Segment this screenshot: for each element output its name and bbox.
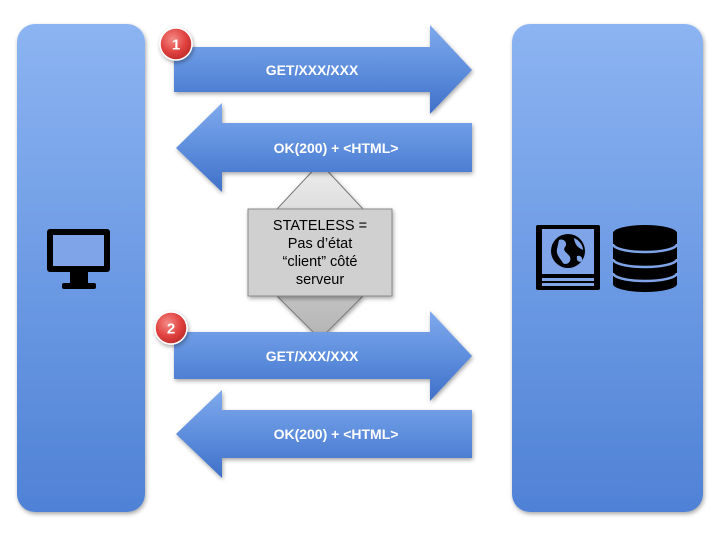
database-icon — [611, 225, 679, 292]
step-badge-2: 2 — [154, 311, 188, 345]
request-label-1: GET/XXX/XXX — [266, 62, 359, 78]
stateless-box — [247, 208, 393, 297]
svg-text:1: 1 — [172, 37, 180, 54]
response-label-1: OK(200) + <HTML> — [274, 140, 399, 156]
response-label-2: OK(200) + <HTML> — [274, 426, 399, 442]
globe-drive-icon — [536, 225, 600, 290]
response-arrow-2 — [176, 390, 472, 478]
response-arrow-1 — [176, 103, 472, 192]
stateless-note: STATELESS = Pas d’état “client” côté ser… — [248, 209, 392, 296]
stateless-line-1: STATELESS = — [272, 217, 368, 234]
stateless-line-3: “client” côté — [282, 253, 358, 270]
svg-text:2: 2 — [167, 321, 175, 338]
request-label-2: GET/XXX/XXX — [266, 348, 359, 364]
stateless-text: STATELESS = Pas d’état “client” côté ser… — [273, 217, 367, 289]
request-arrow-2 — [174, 311, 472, 401]
server-panel — [512, 24, 703, 512]
request-arrow-1 — [174, 25, 472, 114]
stateless-line-2: Pas d’état — [287, 235, 353, 252]
monitor-icon — [47, 229, 110, 289]
step-badge-1: 1 — [159, 27, 193, 61]
stateless-line-4: serveur — [295, 271, 345, 288]
